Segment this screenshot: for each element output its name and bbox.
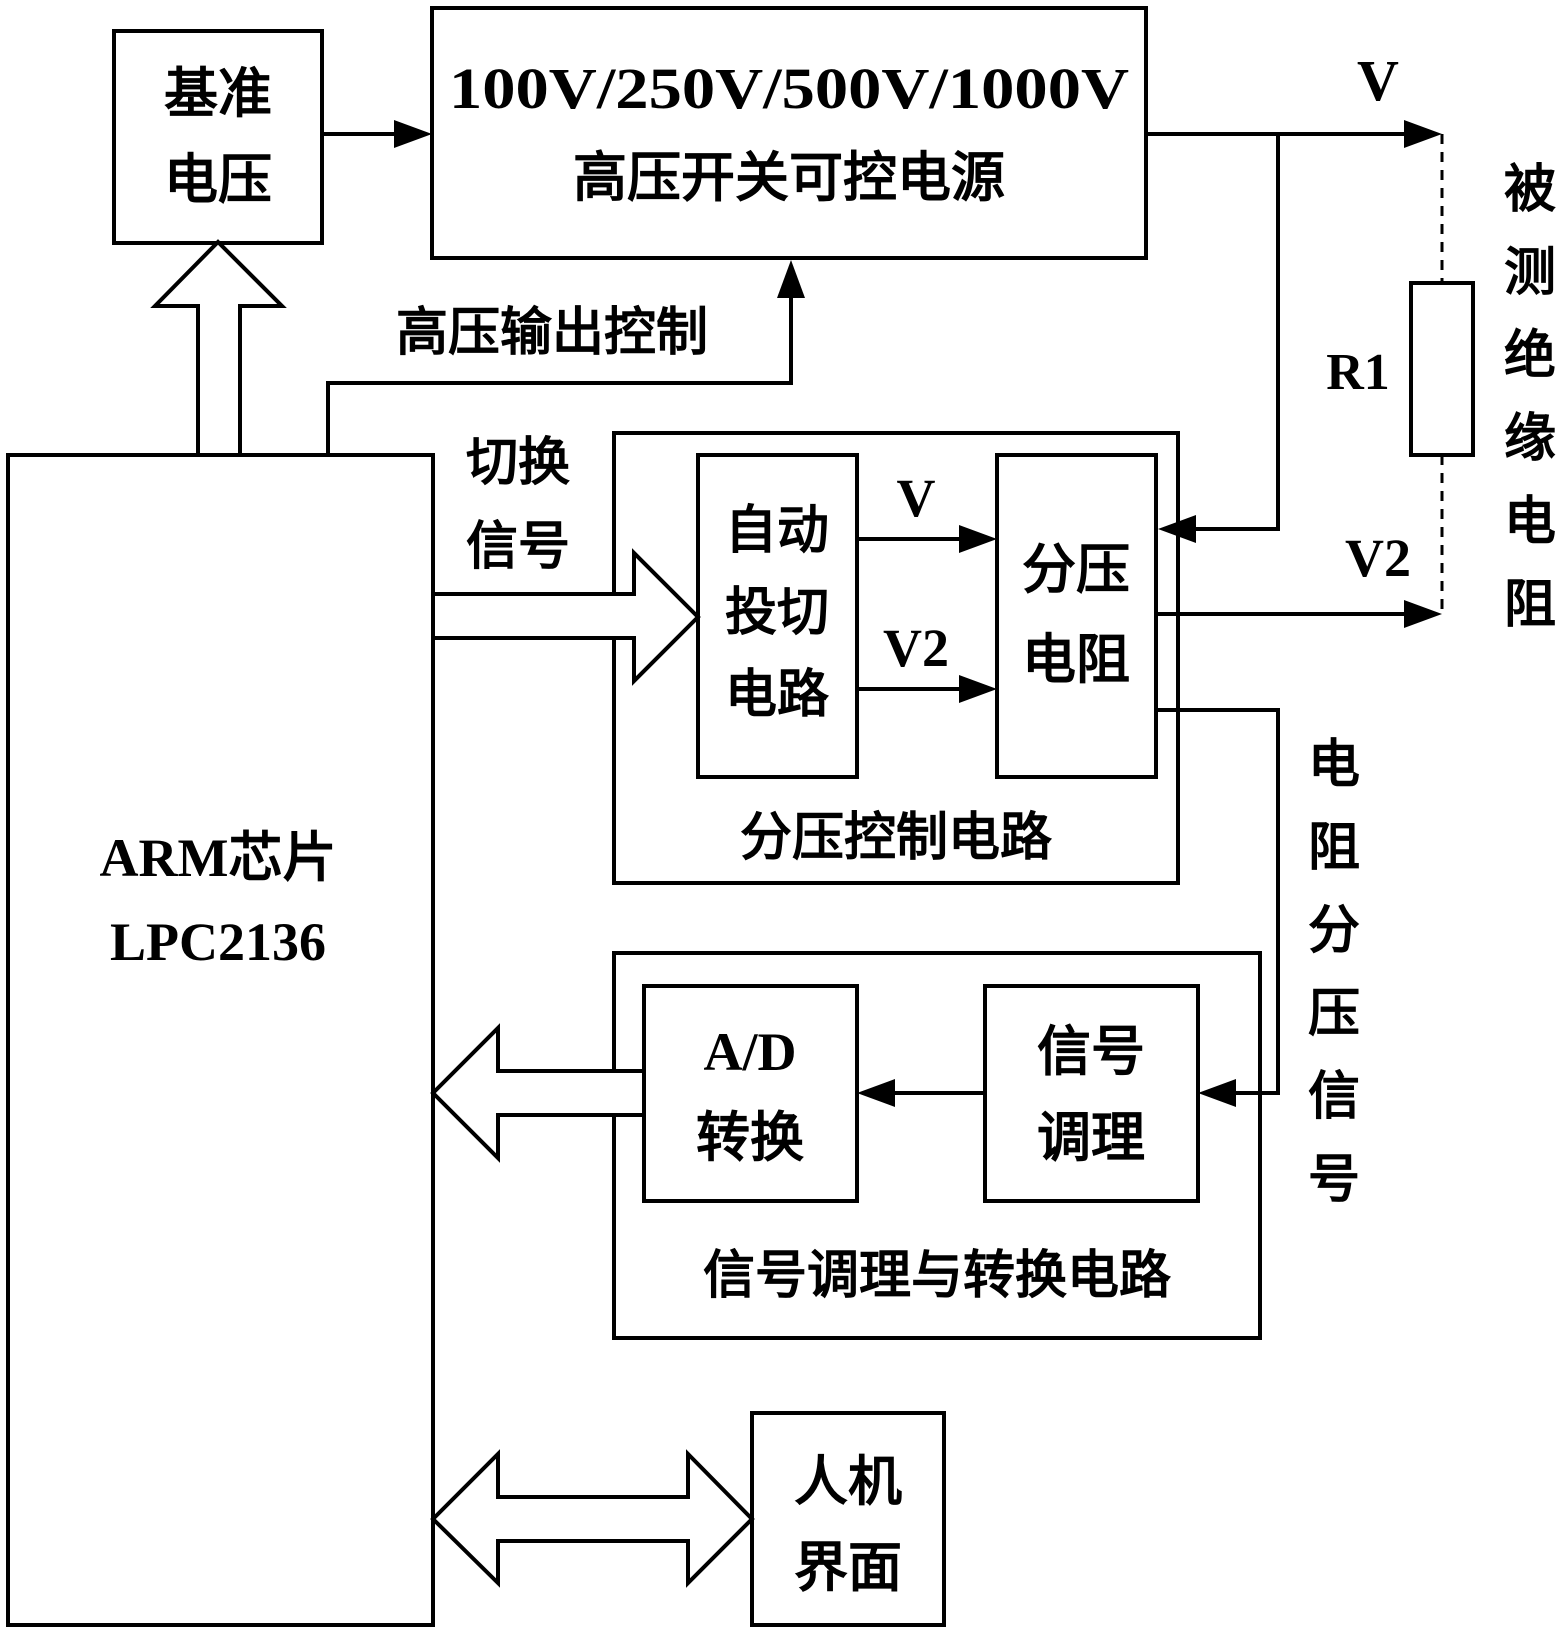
arm-chip-model-label: LPC2136 <box>110 912 326 972</box>
reference-voltage-box <box>112 29 324 245</box>
hv-control-wire <box>326 296 793 455</box>
divider-signal-wire <box>1156 708 1280 1095</box>
auto-switch-label-1: 自动 <box>725 501 829 561</box>
ref-to-supply-arrowhead <box>394 120 432 148</box>
hmi-label-2: 界面 <box>794 1536 902 1599</box>
insulation-resistance-char-2: 测 <box>1504 243 1556 303</box>
resistor-r1 <box>1409 281 1475 457</box>
auto-switch-label-2: 投切 <box>725 583 829 643</box>
divider-signal-char-2: 阻 <box>1308 818 1360 878</box>
divider-signal-char-3: 分 <box>1308 901 1360 961</box>
divider-signal-char-5: 信 <box>1308 1067 1360 1127</box>
reference-voltage-label-2: 电压 <box>164 148 272 211</box>
arm-chip-label: ARM芯片 <box>100 828 337 888</box>
v-inner-arrowhead <box>959 525 997 553</box>
insulation-resistance-char-1: 被 <box>1504 160 1556 220</box>
ad-to-arm-bus-arrow <box>430 1023 646 1163</box>
insulation-resistance-char-3: 绝 <box>1504 326 1556 386</box>
divider-signal-char-4: 压 <box>1308 984 1360 1044</box>
arm-to-reference-bus-arrow <box>150 239 287 457</box>
v2-inner-arrowhead <box>959 675 997 703</box>
v-feedback-arrowhead <box>1158 515 1196 543</box>
insulation-resistance-char-4: 缘 <box>1504 409 1556 469</box>
hmi-label-1: 人机 <box>794 1450 902 1513</box>
hv-output-control-label: 高压输出控制 <box>396 303 708 363</box>
switch-signal-label-2: 信号 <box>466 517 570 577</box>
divider-resistor-label-1: 分压 <box>1022 538 1130 601</box>
switch-signal-bus-arrow <box>431 548 701 686</box>
insulation-resistance-char-6: 阻 <box>1504 575 1556 635</box>
auto-switch-label-3: 电路 <box>725 665 830 725</box>
arm-chip-box <box>6 453 435 1627</box>
switch-signal-label-1: 切换 <box>466 433 570 493</box>
reference-voltage-label-1: 基准 <box>164 62 272 125</box>
ad-converter-label-2: 转换 <box>696 1106 804 1169</box>
signal-conditioning-label-2: 调理 <box>1037 1106 1145 1169</box>
divider-signal-char-1: 电 <box>1308 735 1360 795</box>
v2-inner-label: V2 <box>883 618 949 678</box>
divider-resistor-label-2: 电阻 <box>1022 628 1130 691</box>
insulation-resistance-char-5: 电 <box>1504 492 1556 552</box>
signal-conditioning-label-1: 信号 <box>1037 1020 1145 1083</box>
conditioning-to-ad-arrowhead <box>857 1079 895 1107</box>
divider-signal-arrowhead <box>1198 1079 1236 1107</box>
hv-supply-name-label: 高压开关可控电源 <box>573 146 1005 209</box>
v-inner-label: V <box>897 468 936 528</box>
hv-supply-voltages-label: 100V/250V/500V/1000V <box>449 56 1129 121</box>
v-feedback-wire <box>1190 134 1280 531</box>
hmi-box <box>750 1411 946 1627</box>
v-out-label: V <box>1357 48 1399 113</box>
divider-signal-char-6: 号 <box>1308 1150 1360 1210</box>
v2-out-arrowhead <box>1404 600 1442 628</box>
arm-hmi-bidirectional-bus-arrow <box>430 1449 755 1588</box>
hv-supply-box <box>430 6 1148 260</box>
v-out-arrowhead <box>1404 120 1442 148</box>
auto-switch-box <box>696 453 859 779</box>
divider-control-group-label: 分压控制电路 <box>740 808 1053 868</box>
ad-converter-label-1: A/D <box>704 1022 797 1082</box>
resistor-r1-label: R1 <box>1326 344 1390 401</box>
divider-resistor-box <box>995 453 1158 779</box>
ad-converter-box <box>642 984 859 1203</box>
conditioning-group-label: 信号调理与转换电路 <box>703 1246 1172 1306</box>
v2-out-label: V2 <box>1345 528 1411 588</box>
hv-control-arrowhead <box>777 260 805 298</box>
